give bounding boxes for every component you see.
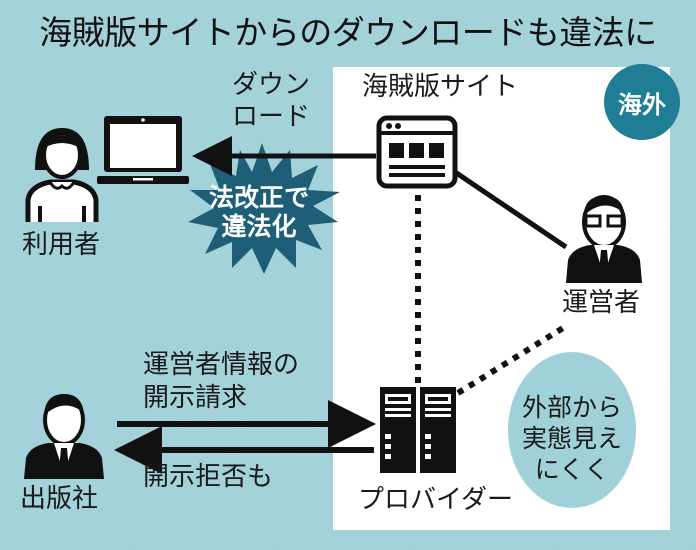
businessman-icon	[24, 394, 104, 479]
download-label-line2: ロード	[232, 102, 311, 132]
burst-line2: 違法化	[221, 212, 297, 241]
laptop-icon	[97, 116, 189, 184]
site-operator-line	[453, 169, 568, 250]
man-with-glasses-icon	[566, 195, 642, 283]
overseas-badge: 海外	[604, 64, 680, 140]
diagram-title: 海賊版サイトからのダウンロードも違法に	[39, 13, 657, 52]
operator-label: 運営者	[562, 288, 641, 318]
pirate-site-label: 海賊版サイト	[362, 72, 519, 102]
woman-user-icon	[25, 128, 99, 222]
burst-text: 法改正で 違法化	[194, 183, 324, 241]
provider-label: プロバイダー	[358, 485, 513, 515]
browser-window-icon	[376, 115, 458, 189]
burst-line1: 法改正で	[208, 183, 309, 212]
refusal-label: 開示拒否も	[143, 462, 274, 492]
user-label: 利用者	[22, 230, 101, 260]
request-label-line1: 運営者情報の	[143, 350, 300, 380]
bubble-line2: 実態見え	[521, 424, 622, 453]
download-label-line1: ダウン	[232, 70, 311, 100]
bubble-text: 外部から 実態見え にくく	[512, 392, 632, 485]
bubble-line1: 外部から	[521, 393, 622, 422]
bubble-line3: にくく	[534, 455, 610, 484]
server-icon	[380, 387, 456, 473]
publisher-label: 出版社	[20, 484, 99, 514]
request-label-line2: 開示請求	[143, 383, 248, 413]
speech-bubble	[508, 352, 636, 508]
